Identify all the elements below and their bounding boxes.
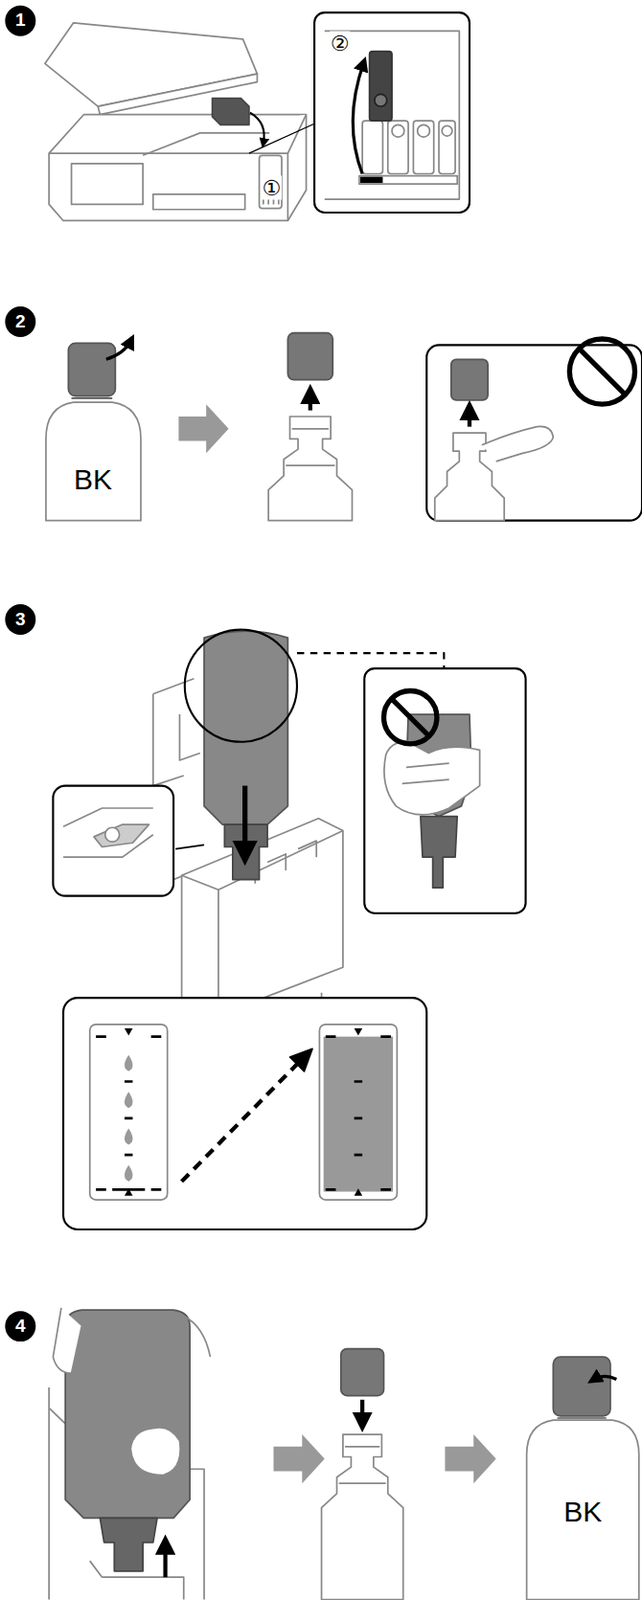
step-number: 1 — [15, 9, 26, 31]
step-number: 2 — [15, 311, 26, 333]
step-number: 4 — [15, 1316, 26, 1338]
bottle-label: BK — [563, 1496, 602, 1530]
callout-number: ① — [260, 175, 282, 200]
step-number: 3 — [15, 609, 26, 631]
bottle-label: BK — [73, 463, 113, 497]
callout-number: ② — [329, 30, 351, 55]
